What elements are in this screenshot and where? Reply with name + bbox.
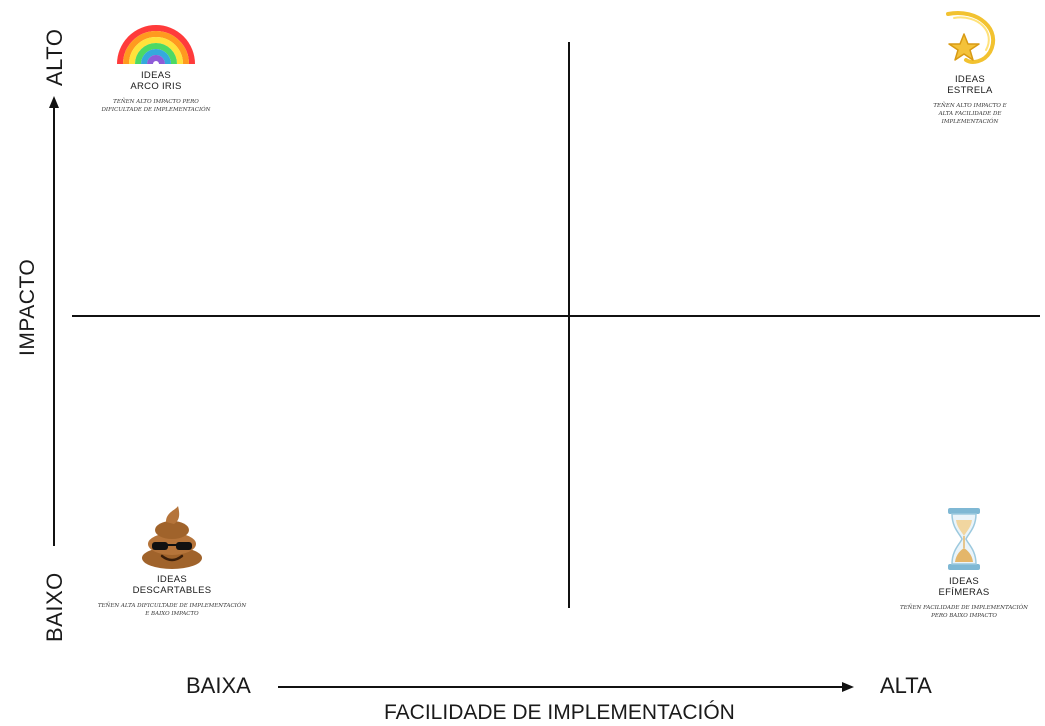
quadrant-desc-line2: E BAIXO IMPACTO (145, 611, 199, 617)
quadrant-desc-line2: PERO BAIXO IMPACTO (931, 613, 997, 619)
quadrant-title-line2: ARCO IRIS (130, 81, 182, 92)
quadrant-desc-line1: TEÑEN ALTO IMPACTO E (933, 103, 1007, 109)
y-axis-arrowhead (49, 96, 59, 108)
quadrant-top-left: IDEAS ARCO IRIS TEÑEN ALTO IMPACTO PERO … (100, 20, 212, 114)
shooting-star-icon (946, 11, 996, 64)
quadrant-desc-line2: ALTA FACILIDADE DE IMPLEMENTACIÓN (938, 111, 1002, 125)
horizontal-divider (72, 315, 1040, 317)
quadrant-title-line2: ESTRELA (947, 85, 993, 96)
x-axis-arrowhead (842, 682, 854, 692)
quadrant-title-line1: IDEAS (948, 576, 979, 587)
quadrant-desc-line1: TEÑEN FACILIDADE DE IMPLEMENTACIÓN (900, 605, 1028, 611)
x-axis-line (278, 686, 843, 688)
y-axis-high-label: ALTO (42, 28, 67, 86)
quadrant-desc-line1: TEÑEN ALTO IMPACTO PERO (113, 99, 199, 105)
quadrant-title-line1: IDEAS (140, 70, 171, 81)
x-axis-title: FACILIDADE DE IMPLEMENTACIÓN (384, 701, 735, 724)
y-axis-line (53, 108, 55, 546)
quadrant-top-right: IDEAS ESTRELA TEÑEN ALTO IMPACTO E ALTA … (912, 6, 1028, 126)
poop-with-sunglasses-icon (142, 506, 202, 569)
quadrant-title-line2: EFÍMERAS (938, 587, 990, 598)
y-axis-title: IMPACTO (16, 258, 39, 356)
x-axis-high-label: ALTA (880, 673, 932, 698)
quadrant-desc-line1: TEÑEN ALTA DIFICULTADE DE IMPLEMENTACIÓN (97, 603, 247, 609)
quadrant-title-line1: IDEAS (954, 74, 985, 85)
quadrant-bottom-left: IDEAS DESCARTABLES TEÑEN ALTA DIFICULTAD… (96, 506, 248, 618)
quadrant-title-line1: IDEAS (156, 574, 187, 585)
rainbow-icon (117, 25, 195, 65)
hourglass-icon (948, 508, 980, 570)
quadrant-title-line2: DESCARTABLES (132, 585, 212, 596)
quadrant-desc-line2: DIFICULTADE DE IMPLEMENTACIÓN (101, 107, 211, 113)
quadrant-bottom-right: IDEAS EFÍMERAS TEÑEN FACILIDADE DE IMPLE… (896, 506, 1032, 620)
x-axis-low-label: BAIXA (186, 673, 251, 698)
y-axis-low-label: BAIXO (42, 572, 67, 642)
vertical-divider (568, 42, 570, 608)
